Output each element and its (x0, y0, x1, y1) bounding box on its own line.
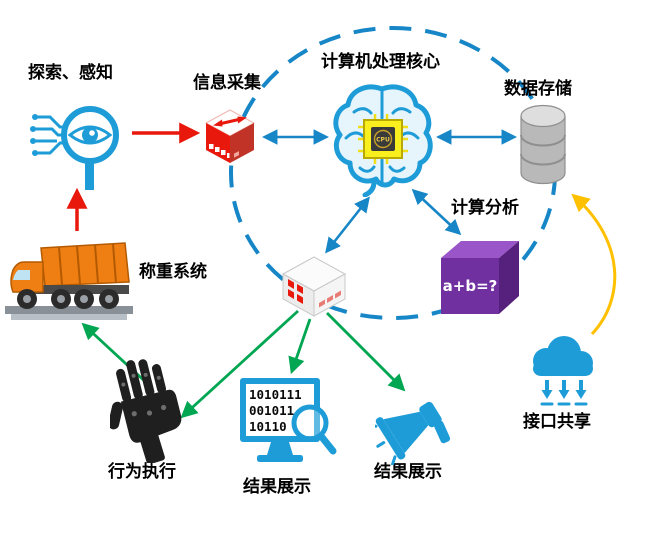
megaphone-icon (375, 385, 465, 465)
eye-stem (85, 163, 94, 190)
binary-line-1: 1010111 (249, 387, 302, 402)
cpu-chip: CPU (358, 114, 408, 164)
eye-sensor-icon (30, 95, 130, 190)
arrow-cloud-to-storage (571, 193, 617, 336)
label-analysis: 计算分析 (451, 198, 519, 218)
magnifier-icon (291, 404, 337, 455)
arrow-switch-to-megaphone (326, 312, 406, 392)
truck-window (13, 270, 30, 280)
brain-stem (362, 179, 377, 197)
label-storage: 数据存储 (504, 79, 572, 99)
truck-icon (5, 230, 133, 322)
robot-hand-icon (110, 355, 190, 463)
label-explore: 探索、感知 (28, 63, 113, 83)
cube-formula: a+b=? (443, 277, 498, 295)
router-icon (200, 103, 260, 165)
switch-icon (277, 250, 351, 320)
binary-line-2: 001011 (249, 403, 294, 418)
binary-line-3: 10110 (249, 419, 287, 434)
monitor-search-icon: 1010111 001011 10110 (238, 376, 338, 478)
label-core: 计算机处理核心 (321, 52, 440, 72)
arrow-switch-to-monitor (288, 318, 312, 375)
database-icon (518, 102, 568, 187)
label-interface: 接口共享 (523, 412, 591, 432)
arrow-switch-to-hand (180, 309, 299, 419)
arrow-core-analysis (411, 188, 462, 236)
arrow-core-switch (325, 196, 370, 254)
label-weighing: 称重系统 (139, 262, 207, 282)
label-result-broadcast: 结果展示 (374, 462, 442, 482)
weighbridge-platform (5, 306, 133, 314)
label-behavior: 行为执行 (108, 462, 176, 482)
label-result-screen: 结果展示 (243, 477, 311, 497)
label-collect: 信息采集 (193, 73, 261, 93)
arrow-hand-to-truck (81, 322, 151, 388)
cpu-label: CPU (376, 137, 390, 144)
truck-wheels (17, 289, 119, 309)
cube-icon: a+b=? (435, 232, 523, 320)
brain-cpu-icon: CPU (330, 82, 435, 197)
cloud-download-icon (520, 328, 605, 410)
